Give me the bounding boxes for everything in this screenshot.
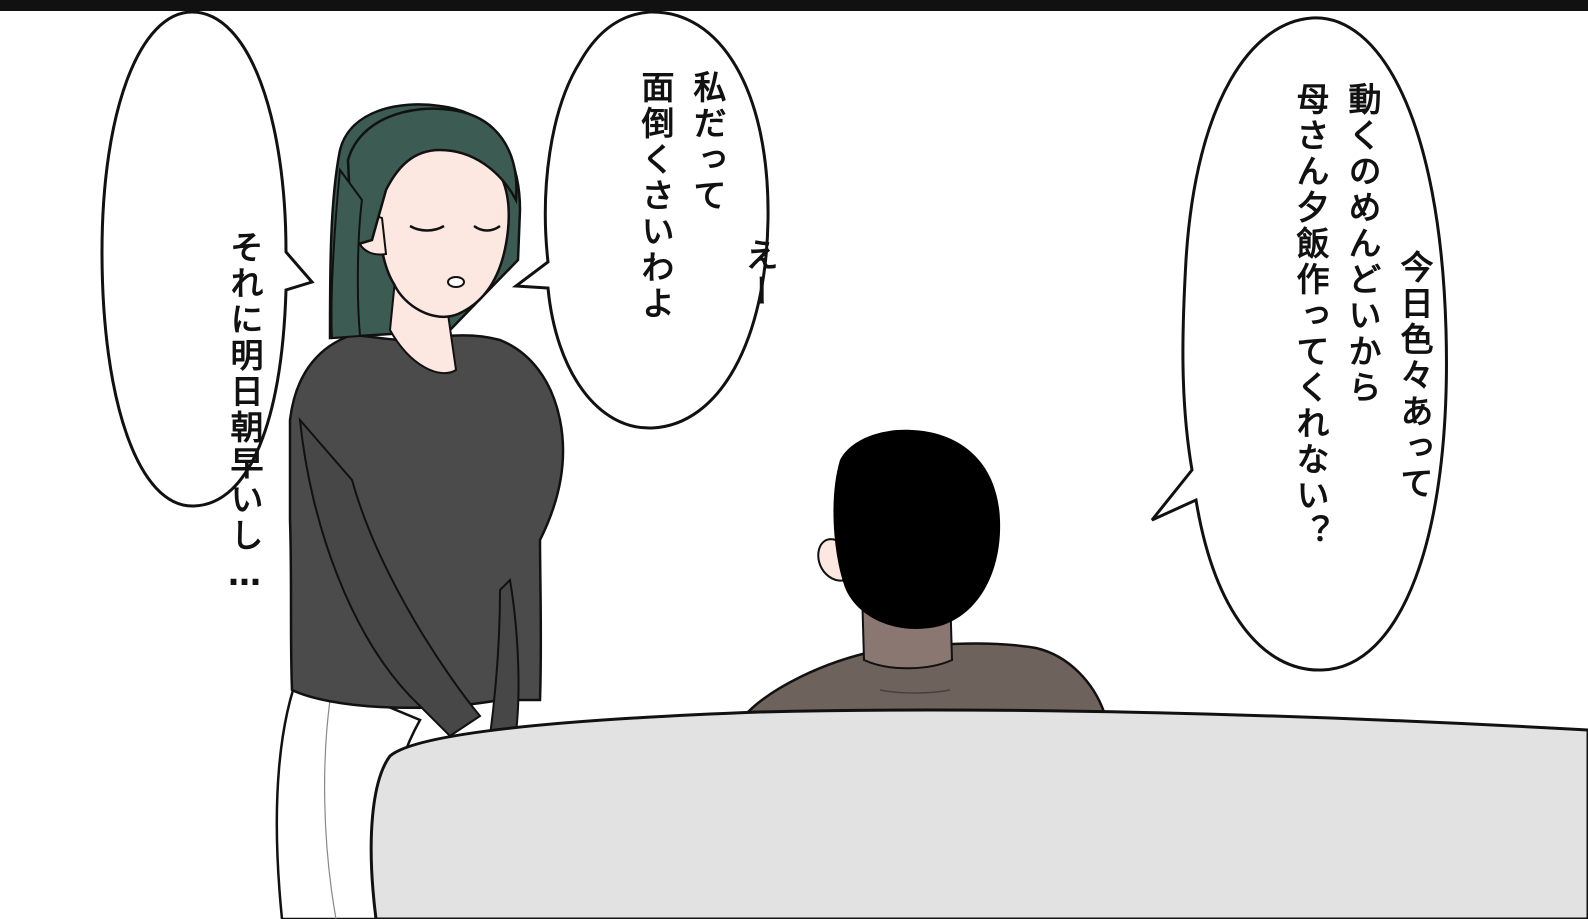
man-figure (744, 429, 1106, 714)
woman-figure (275, 103, 565, 919)
dialogue-right-line-1: 今日色々あって (1395, 250, 1434, 502)
dialogue-middle-line-1: えー (740, 238, 779, 310)
dialogue-left-line-1: それに明日朝早いし… (225, 230, 264, 596)
speech-bubble-left (100, 10, 315, 508)
speech-bubble-right (1150, 16, 1448, 672)
dialogue-middle-line-2: 私だって (688, 70, 727, 214)
speech-bubble-middle (511, 10, 770, 430)
dialogue-right: 今日色々あって動くのめんどいから母さん夕飯作ってくれない？ (1232, 82, 1492, 550)
panel-top-border (0, 0, 1588, 11)
table (369, 708, 1588, 919)
dialogue-right-line-2: 動くのめんどいから (1343, 82, 1382, 406)
dialogue-right-line-3: 母さん夕飯作ってくれない？ (1291, 82, 1330, 550)
dialogue-middle-line-3: 面倒くさいわよ (636, 70, 675, 322)
dialogue-left: それに明日朝早いし… (166, 62, 322, 596)
dialogue-middle: えー私だって面倒くさいわよ (577, 70, 837, 322)
